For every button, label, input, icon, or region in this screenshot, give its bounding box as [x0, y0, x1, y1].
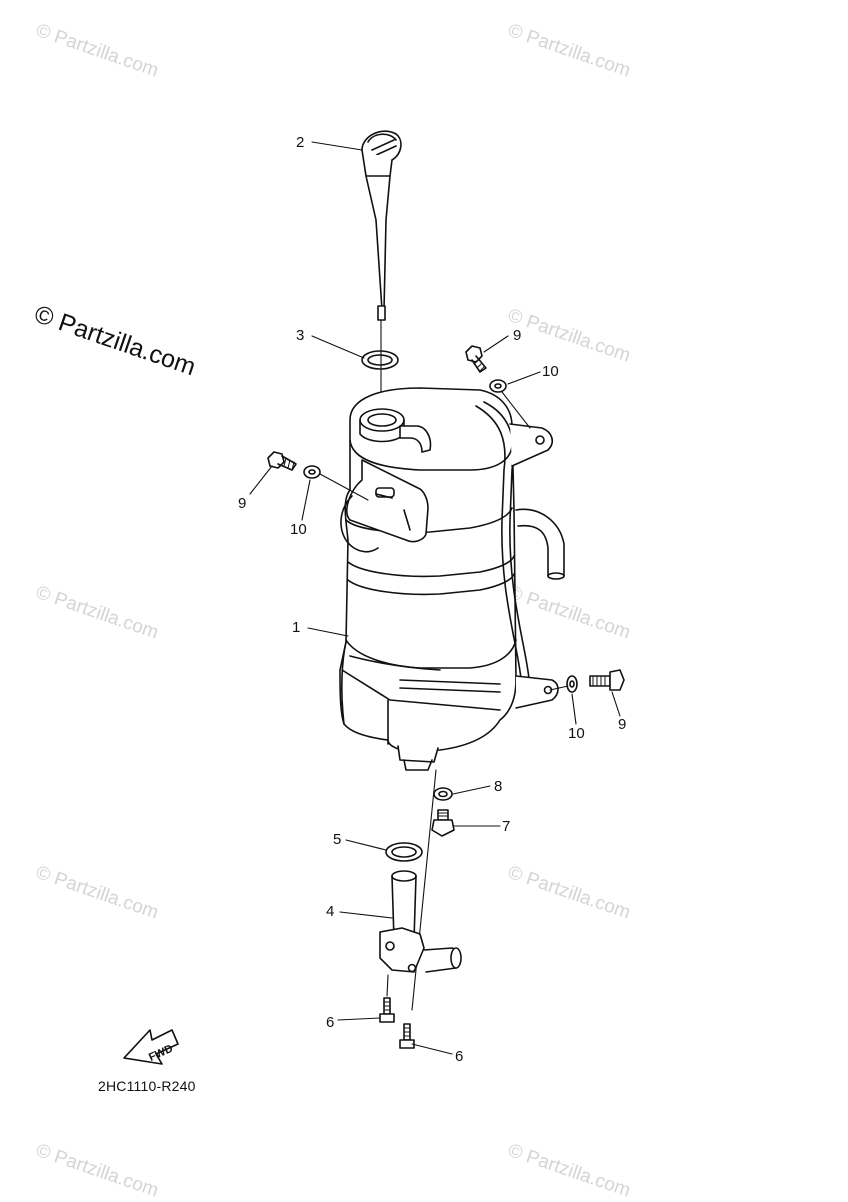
washer-left-part — [303, 465, 321, 479]
bolt-left-part — [267, 451, 297, 471]
screw-left-part — [379, 997, 395, 1023]
washer-right-part — [566, 675, 578, 693]
oil-tank-part — [339, 387, 565, 771]
drain-bolt-part — [431, 809, 455, 837]
bolt-right-part — [589, 669, 625, 691]
callout-9-left: 9 — [238, 495, 246, 512]
callout-10-top: 10 — [542, 363, 559, 380]
callout-5: 5 — [333, 831, 341, 848]
callout-8: 8 — [494, 778, 502, 795]
o-ring-top-part — [361, 350, 399, 370]
callout-6-left: 6 — [326, 1014, 334, 1031]
fwd-arrow-icon — [123, 1029, 179, 1065]
callout-9-top: 9 — [513, 327, 521, 344]
washer-8-part — [433, 787, 453, 801]
callout-9-right: 9 — [618, 716, 626, 733]
callout-2: 2 — [296, 134, 304, 151]
callout-10-left: 10 — [290, 521, 307, 538]
callout-10-right: 10 — [568, 725, 585, 742]
callout-6-right: 6 — [455, 1048, 463, 1065]
dipstick-part — [361, 130, 402, 321]
pipe-fitting-part — [379, 870, 462, 973]
screw-right-part — [399, 1023, 415, 1049]
o-ring-bottom-part — [385, 842, 423, 862]
callout-7: 7 — [502, 818, 510, 835]
callout-1: 1 — [292, 619, 300, 636]
callout-3: 3 — [296, 327, 304, 344]
callout-4: 4 — [326, 903, 334, 920]
drawing-code: 2HC1110-R240 — [98, 1078, 196, 1094]
bolt-top-right-part — [465, 345, 487, 373]
washer-top-right-part — [489, 379, 507, 393]
